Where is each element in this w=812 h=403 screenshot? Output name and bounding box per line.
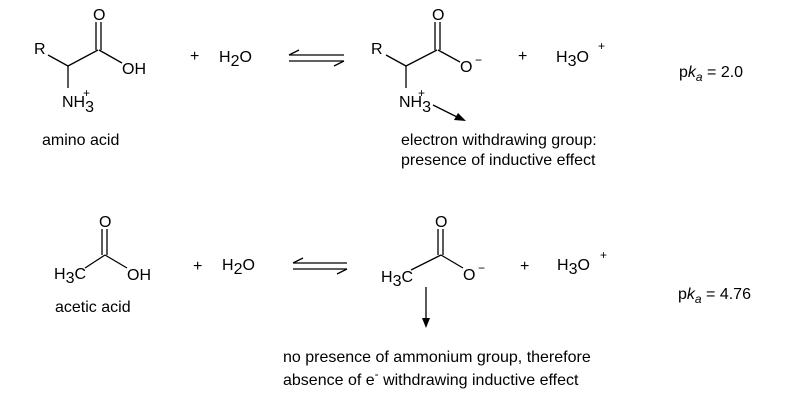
ammonium-label: NH3 [62, 94, 94, 116]
hydronium-charge: + [598, 39, 605, 53]
acetate-structure: O H3C O − [381, 214, 485, 328]
ammonium-charge: + [83, 86, 90, 100]
r-group-label: R [34, 41, 46, 58]
amino-acid-structure: R O OH NH3 + amino acid [34, 7, 146, 149]
carbonyl-oxygen-label: O [93, 7, 105, 24]
note-line: no presence of ammonium group, therefore [283, 349, 591, 366]
amino-acid-caption: amino acid [42, 132, 119, 149]
bond-c-oh [98, 49, 123, 64]
equilibrium-arrow [288, 49, 345, 67]
carbonyl-oxygen-label: O [99, 214, 111, 231]
bond-ch3-c [84, 254, 106, 269]
ammonium-label: NH3 [399, 94, 431, 116]
bond-ch3-c [410, 254, 442, 271]
note-line: absence of e- withdrawing inductive effe… [283, 367, 579, 389]
acetic-acid-structure: O H3C OH acetic acid [54, 214, 151, 316]
acetic-acid-caption: acetic acid [55, 299, 131, 316]
plus-sign: + [518, 48, 527, 65]
bond-r-calpha [385, 54, 407, 67]
plus-sign: + [193, 258, 202, 275]
water-formula: H2O [219, 49, 252, 70]
bond-calpha-ccarbonyl [67, 49, 99, 67]
r-group-label: R [371, 41, 383, 58]
hydronium-formula: H3O [556, 49, 589, 70]
carboxylate-oxygen-label: O [463, 267, 475, 284]
pka-value: pka = 4.76 [678, 286, 751, 306]
bond-c-ominus [440, 254, 464, 269]
inductive-arrowhead [454, 113, 466, 121]
pka-value: pka = 2.0 [679, 64, 743, 84]
carboxylate-charge: − [478, 261, 485, 275]
carbonyl-oxygen-label: O [435, 214, 447, 231]
carbonyl-oxygen-label: O [432, 7, 444, 24]
bond-r-calpha [47, 54, 69, 67]
equilibrium-arrow [292, 257, 348, 275]
plus-sign: + [520, 258, 529, 275]
carboxylate-charge: − [475, 53, 482, 67]
hydronium-formula: H3O [557, 257, 590, 278]
methyl-label: H3C [54, 266, 86, 287]
note-line: electron withdrawing group: [401, 132, 597, 149]
bond-c-oh [104, 254, 128, 269]
carboxylate-oxygen-label: O [460, 59, 472, 76]
hydronium-charge: + [600, 248, 607, 262]
carboxylate-structure: R O O − NH3 + [371, 7, 482, 121]
hydroxyl-label: OH [127, 267, 151, 284]
water-formula: H2O [222, 257, 255, 278]
methyl-label: H3C [381, 269, 413, 290]
down-arrowhead [422, 318, 430, 328]
bond-c-ominus [437, 49, 461, 63]
note-line: presence of inductive effect [401, 152, 596, 169]
plus-sign: + [190, 48, 199, 65]
hydroxyl-label: OH [122, 61, 146, 78]
ammonium-charge: + [418, 86, 425, 100]
bond-calpha-ccarbonyl [405, 49, 438, 67]
